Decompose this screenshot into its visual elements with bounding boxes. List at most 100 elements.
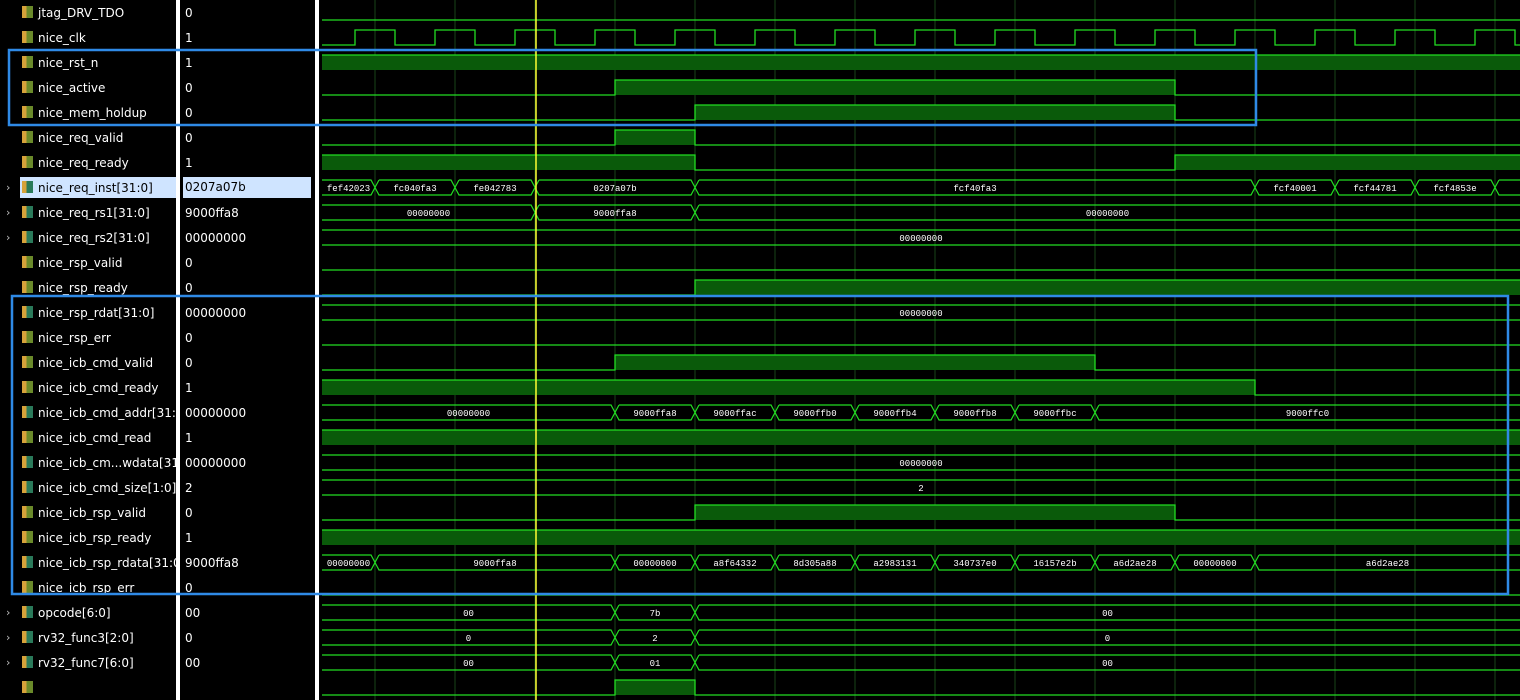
bus-signal-icon [22,206,33,218]
signal-row[interactable]: ›nice_req_inst[31:0] [0,175,176,200]
bus-value-label: fcf40fa3 [953,184,996,194]
signal-row[interactable]: nice_icb_rsp_valid [0,500,176,525]
signal-row[interactable]: nice_icb_cmd_valid [0,350,176,375]
bus-value-label: 8d305a88 [793,559,836,569]
signal-row[interactable]: ›rv32_func7[6:0] [0,650,176,675]
signal-high-fill [322,380,1255,395]
wire-signal-icon [22,681,33,693]
bus-value-label: 0 [466,634,471,644]
bit-waveform [322,154,1520,171]
bus-value-label: 00000000 [407,209,450,219]
signal-name: nice_mem_holdup [38,105,147,120]
signal-name: nice_icb_cmd_addr[31:0] [38,405,189,420]
clock-waveform [322,29,1520,46]
bus-value-label: 9000ffa8 [633,409,676,419]
bus-signal-icon [22,556,33,568]
wire-signal-icon [22,131,33,143]
wire-signal-icon [22,531,33,543]
value-row: 1 [180,375,315,400]
expand-chevron-icon[interactable]: › [6,631,11,644]
value-row: 0 [180,500,315,525]
expand-chevron-icon[interactable]: › [6,206,11,219]
wire-signal-icon [22,156,33,168]
bus-value-label: fcf4853e [1433,184,1476,194]
signal-row[interactable]: nice_icb_cm...wdata[31:0] [0,450,195,475]
signal-row[interactable]: nice_rsp_valid [0,250,176,275]
expand-chevron-icon[interactable]: › [6,231,11,244]
signal-row[interactable]: nice_rst_n [0,50,176,75]
bus-signal-icon [22,656,33,668]
expand-chevron-icon[interactable]: › [6,656,11,669]
signal-name: nice_req_rs1[31:0] [38,205,150,220]
signal-row[interactable]: nice_icb_rsp_rdata[31:0] [0,550,185,575]
wire-signal-icon [22,106,33,118]
signal-value: 9000ffa8 [185,205,239,220]
wire-signal-icon [22,31,33,43]
signal-row[interactable]: ›opcode[6:0] [0,600,176,625]
signal-row[interactable]: jtag_DRV_TDO [0,0,176,25]
signal-high-fill [615,355,1095,370]
bus-value-label: 7b [650,609,661,619]
bus-value-label: 2 [918,484,923,494]
bus-signal-icon [22,306,33,318]
signal-value: 0207a07b [183,177,311,198]
bus-signal-icon [22,481,33,493]
bus-value-label: 00 [1102,659,1113,669]
signal-name: nice_icb_cmd_ready [38,380,159,395]
signal-row[interactable]: nice_icb_cmd_addr[31:0] [0,400,188,425]
bus-segment [614,654,696,671]
signal-row[interactable]: ›nice_req_rs2[31:0] [0,225,176,250]
signal-row[interactable]: nice_mem_holdup [0,100,176,125]
signal-row[interactable]: nice_req_ready [0,150,176,175]
bus-segment [694,204,1520,221]
value-row: 00000000 [180,450,315,475]
signal-row[interactable]: nice_icb_cmd_ready [0,375,176,400]
signal-value: 0 [185,105,193,120]
signal-row[interactable]: nice_icb_rsp_err [0,575,176,600]
signal-row[interactable]: › nice_req_rs1[31:0] [0,200,176,225]
wire-signal-icon [22,431,33,443]
signal-row[interactable]: nice_clk [0,25,176,50]
signal-name: nice_icb_cmd_valid [38,355,154,370]
value-row: 1 [180,150,315,175]
signal-value: 0 [185,255,193,270]
value-row: 1 [180,50,315,75]
signal-row[interactable]: nice_rsp_rdat[31:0] [0,300,176,325]
bus-value-label: 00000000 [899,459,942,469]
signal-high-fill [322,155,695,170]
expand-chevron-icon[interactable]: › [6,606,11,619]
signal-value: 2 [185,480,193,495]
bus-segment [534,179,696,196]
signal-row[interactable]: nice_rsp_err [0,325,176,350]
signal-row[interactable] [0,675,176,700]
bus-value-label: 9000ffb0 [793,409,836,419]
value-row: 0 [180,575,315,600]
signal-name: nice_rsp_err [38,330,111,345]
signal-row[interactable]: nice_req_valid [0,125,176,150]
signal-row[interactable]: nice_icb_rsp_ready [0,525,176,550]
expand-chevron-icon[interactable]: › [6,181,11,194]
signal-name: nice_active [38,80,106,95]
signal-high-fill [615,680,695,695]
value-row: 1 [180,25,315,50]
signal-row[interactable]: nice_active [0,75,176,100]
signal-row[interactable]: nice_icb_cmd_size[1:0] [0,475,176,500]
signal-row[interactable]: ›rv32_func3[2:0] [0,625,176,650]
value-row: 00 [180,650,315,675]
signal-row[interactable]: nice_icb_cmd_read [0,425,176,450]
signal-value: 00000000 [185,405,247,420]
bus-value-label: 00000000 [633,559,676,569]
signal-high-fill [695,105,1175,120]
signal-value: 0 [185,355,193,370]
bus-value-label: 01 [650,659,661,669]
bus-value-label: a6d2ae28 [1113,559,1156,569]
signal-high-fill [695,505,1175,520]
bus-value-label: 00000000 [1086,209,1129,219]
bit-waveform [322,679,1520,696]
bus-signal-icon [22,606,33,618]
signal-row[interactable]: nice_rsp_ready [0,275,176,300]
bus-signal-icon [22,406,33,418]
signal-value: 9000ffa8 [185,555,239,570]
